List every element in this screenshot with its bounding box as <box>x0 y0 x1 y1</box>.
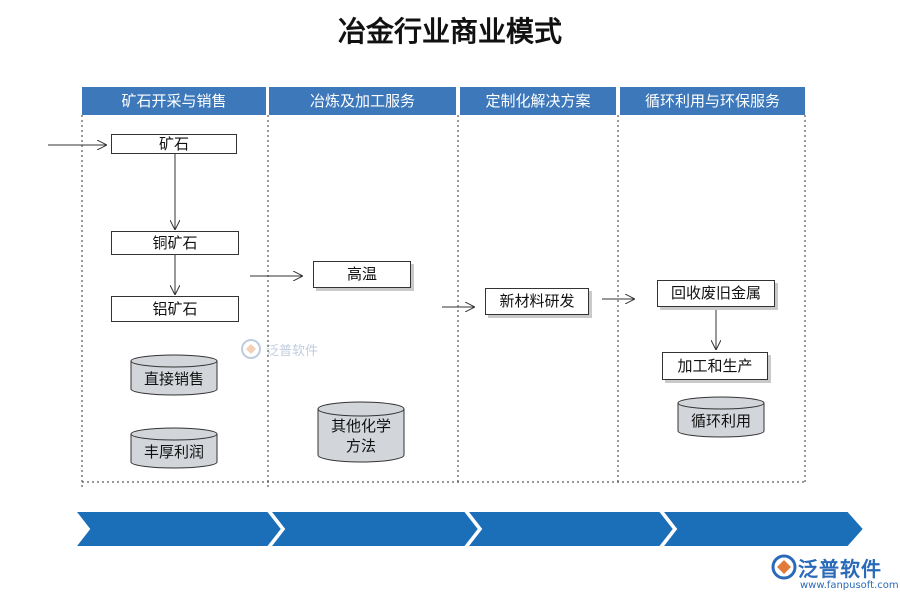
cylinder-shape <box>130 427 218 469</box>
node-new-material: 新材料研发 <box>485 288 589 315</box>
watermark-logo-icon <box>241 339 261 359</box>
node-copper-ore: 铜矿石 <box>111 231 239 255</box>
watermark: 泛普软件 <box>240 336 330 362</box>
lane-dividers <box>81 115 806 488</box>
chevron-1 <box>72 510 284 548</box>
lane-header-mining: 矿石开采与销售 <box>82 87 266 115</box>
direct-sales-label: 直接销售 <box>143 370 204 388</box>
brand-logo-name: 泛普软件 <box>798 557 882 581</box>
node-ore: 矿石 <box>111 134 237 154</box>
brand-logo-icon <box>771 554 797 580</box>
node-recycle-metal: 回收废旧金属 <box>657 280 775 307</box>
node-other-chem: 其他化学 方法 <box>317 401 405 463</box>
node-high-temp: 高温 <box>313 261 411 288</box>
node-aluminum-ore: 铝矿石 <box>111 296 239 322</box>
cylinder-shape <box>317 401 405 463</box>
cylinder-shape <box>130 354 218 396</box>
node-high-profit: 丰厚利润 <box>130 427 218 469</box>
other-chem-line2: 方法 <box>345 437 376 455</box>
chevron-4 <box>659 510 866 548</box>
brand-logo: 泛普软件 www.fanpusoft.com <box>770 553 899 595</box>
recycling-label: 循环利用 <box>690 412 751 430</box>
lane-header-recycling: 循环利用与环保服务 <box>620 87 805 115</box>
node-process-produce: 加工和生产 <box>662 352 768 380</box>
watermark-text: 泛普软件 <box>266 344 319 359</box>
diagram-title: 冶金行业商业模式 <box>337 15 562 48</box>
chevron-2 <box>267 510 481 548</box>
high-profit-label: 丰厚利润 <box>143 443 204 461</box>
lane-header-custom: 定制化解决方案 <box>460 87 616 115</box>
node-recycling: 循环利用 <box>677 396 765 438</box>
chevron-band <box>72 510 866 548</box>
other-chem-line1: 其他化学 <box>330 417 391 435</box>
lane-header-smelting: 冶炼及加工服务 <box>269 87 456 115</box>
brand-logo-url: www.fanpusoft.com <box>800 580 899 591</box>
node-direct-sales: 直接销售 <box>130 354 218 396</box>
chevron-3 <box>464 510 676 548</box>
cylinder-shape <box>677 396 765 438</box>
